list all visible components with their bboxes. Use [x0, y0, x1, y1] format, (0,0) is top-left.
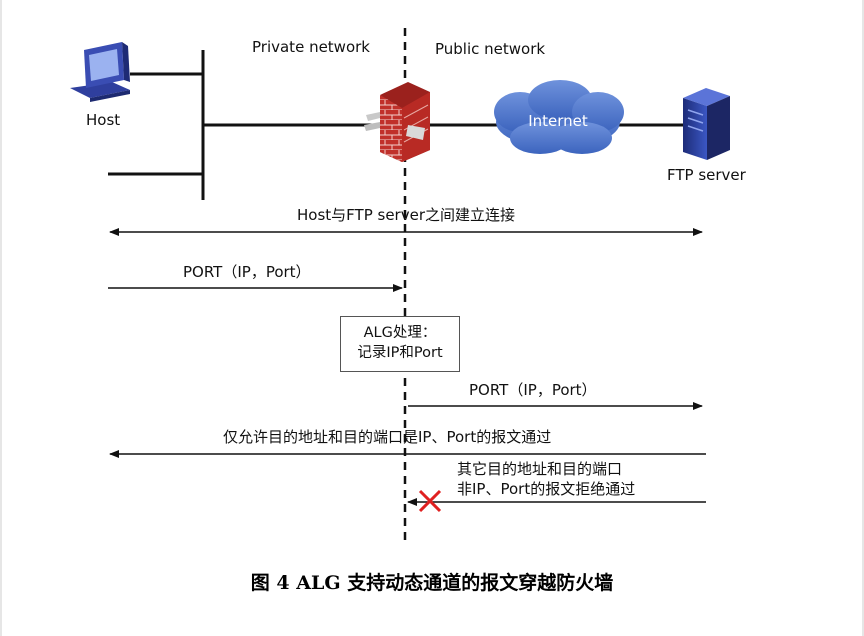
blocked-x-icon [418, 489, 442, 513]
private-lan [108, 50, 390, 200]
host-label: Host [86, 111, 121, 129]
internet-label: Internet [528, 112, 588, 130]
alg-line-1: ALG处理： [363, 325, 437, 341]
ftp-server-icon [683, 88, 730, 160]
ftp-server-label: FTP server [667, 166, 746, 184]
private-network-label: Private network [252, 38, 370, 56]
port-public-message: PORT（IP，Port） [469, 381, 597, 399]
page-left-edge [0, 0, 2, 636]
connect-message: Host与FTP server之间建立连接 [297, 206, 515, 224]
page-right-edge [862, 0, 864, 636]
firewall-icon [364, 82, 430, 162]
alg-process-box: ALG处理： 记录IP和Port [340, 316, 460, 372]
figure-caption: 图 4 ALG 支持动态通道的报文穿越防火墙 [250, 572, 614, 594]
alg-line-2: 记录IP和Port [357, 345, 443, 361]
port-private-message: PORT（IP，Port） [183, 263, 311, 281]
denied-message-line-2: 非IP、Port的报文拒绝通过 [457, 480, 636, 498]
allowed-message: 仅允许目的地址和目的端口是IP、Port的报文通过 [223, 428, 552, 446]
host-computer-icon [70, 42, 130, 102]
public-network-label: Public network [435, 40, 546, 58]
internet-cloud-icon [494, 80, 624, 154]
denied-message-line-1: 其它目的地址和目的端口 [457, 460, 623, 478]
